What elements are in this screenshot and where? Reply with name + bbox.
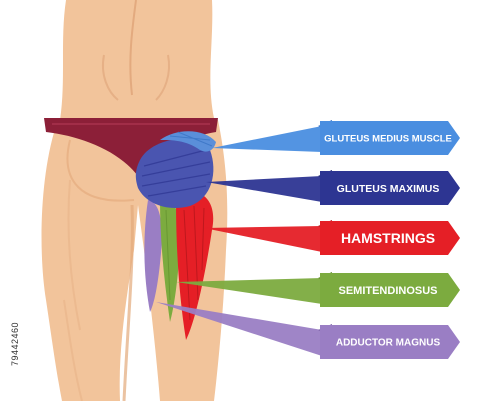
gluteus-medius-label: GLUTEUS MEDIUS MUSCLE [324,133,452,144]
semitendinosus-muscle [160,200,180,322]
image-id-text: 79442460 [10,321,20,366]
hamstrings-label: HAMSTRINGS [341,230,435,246]
gluteus-medius-pointer [212,126,322,152]
semitendinosus-label: SEMITENDINOSUS [338,285,437,297]
gluteus-maximus-muscle [135,139,214,208]
gluteus-maximus-pointer [206,176,322,202]
hamstrings-banner [320,221,460,255]
adductor-magnus-muscle [144,200,162,312]
adductor-magnus-pointer [156,302,322,356]
label-group: GLUTEUS MEDIUS MUSCLE GLUTEUS MAXIMUS HAMS… [320,121,460,359]
gluteus-maximus-label: GLUTEUS MAXIMUS [337,183,440,195]
gluteus-maximus-banner [320,171,460,205]
semitendinosus-banner [320,273,460,307]
muscle-group [135,131,216,340]
gluteus-medius-banner [320,121,460,155]
adductor-magnus-banner [320,325,460,359]
pointer-group [156,120,332,356]
hamstrings-pointer [204,226,322,252]
adductor-magnus-label: ADDUCTOR MAGNUS [336,338,441,349]
semitendinosus-pointer [176,278,322,304]
underwear [44,118,218,176]
